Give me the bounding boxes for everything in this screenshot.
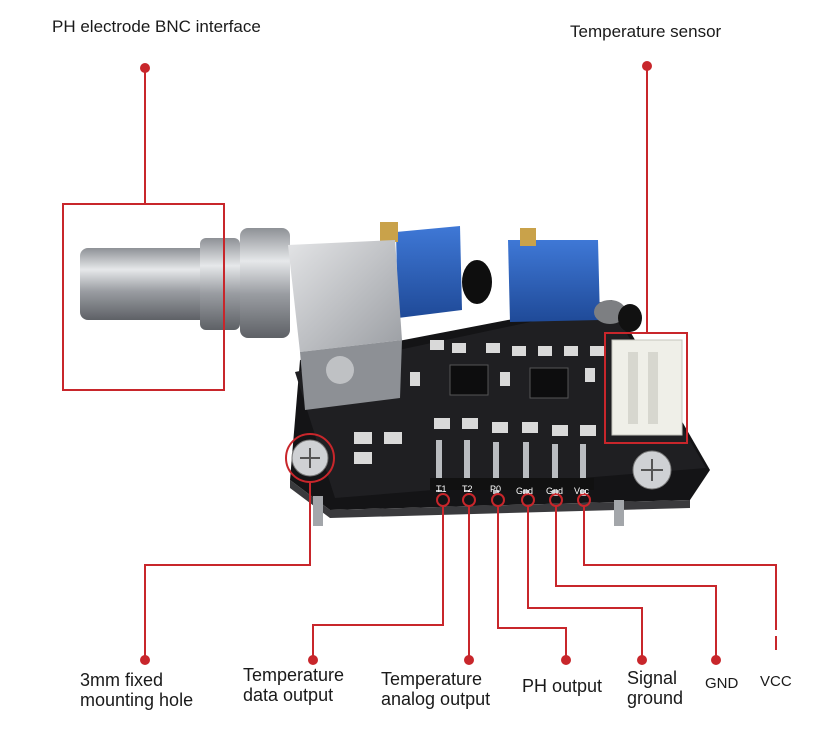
potentiometer-right bbox=[508, 228, 600, 322]
label-mounting-hole-line2: mounting hole bbox=[80, 690, 194, 710]
pin-label-1: T1 bbox=[436, 484, 447, 494]
potentiometer-left bbox=[380, 222, 462, 318]
header-pin-housing bbox=[430, 478, 594, 490]
bnc-callout-box bbox=[62, 203, 225, 391]
pin-label-5: Gnd bbox=[546, 486, 563, 496]
label-gnd: GND bbox=[705, 675, 739, 692]
label-temperature-analog-output: Temperature analog output bbox=[381, 669, 490, 709]
callout-lines bbox=[144, 66, 777, 660]
smd-components bbox=[354, 340, 604, 464]
label-bnc-interface: PH electrode BNC interface bbox=[52, 17, 261, 36]
pin-label-6: Vcc bbox=[574, 486, 590, 496]
ic-chips bbox=[449, 364, 569, 399]
label-vcc: VCC bbox=[760, 673, 792, 690]
jst-connector bbox=[611, 339, 683, 436]
label-temperature-analog-line2: analog output bbox=[381, 689, 491, 709]
label-signal-ground-line2: ground bbox=[627, 688, 684, 708]
label-temperature-data-line2: data output bbox=[243, 685, 334, 705]
pin-label-3: P0 bbox=[490, 484, 501, 494]
mounting-screw-left bbox=[291, 439, 329, 526]
label-temperature-data-line1: Temperature bbox=[243, 665, 345, 685]
label-mounting-hole: 3mm fixed mounting hole bbox=[80, 670, 193, 710]
pin-label-2: T2 bbox=[462, 484, 473, 494]
callout-dots bbox=[140, 61, 777, 665]
label-signal-ground-line1: Signal bbox=[627, 668, 678, 688]
pin-label-4: Gnd bbox=[516, 486, 533, 496]
label-mounting-hole-line1: 3mm fixed bbox=[80, 670, 164, 690]
temperature-sensor-part bbox=[594, 300, 642, 332]
pin-labels: T1 T2 P0 Gnd Gnd Vcc bbox=[436, 484, 590, 496]
label-signal-ground: Signal ground bbox=[627, 668, 683, 708]
label-temperature-analog-line1: Temperature bbox=[381, 669, 483, 689]
bnc-connector bbox=[80, 228, 402, 410]
label-temperature-data-output: Temperature data output bbox=[243, 665, 344, 705]
label-temperature-sensor: Temperature sensor bbox=[570, 22, 722, 41]
mounting-screw-right bbox=[614, 450, 672, 526]
pin-rings bbox=[436, 493, 591, 507]
transistor bbox=[462, 260, 492, 304]
label-ph-output: PH output bbox=[522, 676, 603, 696]
header-pins bbox=[436, 440, 586, 496]
